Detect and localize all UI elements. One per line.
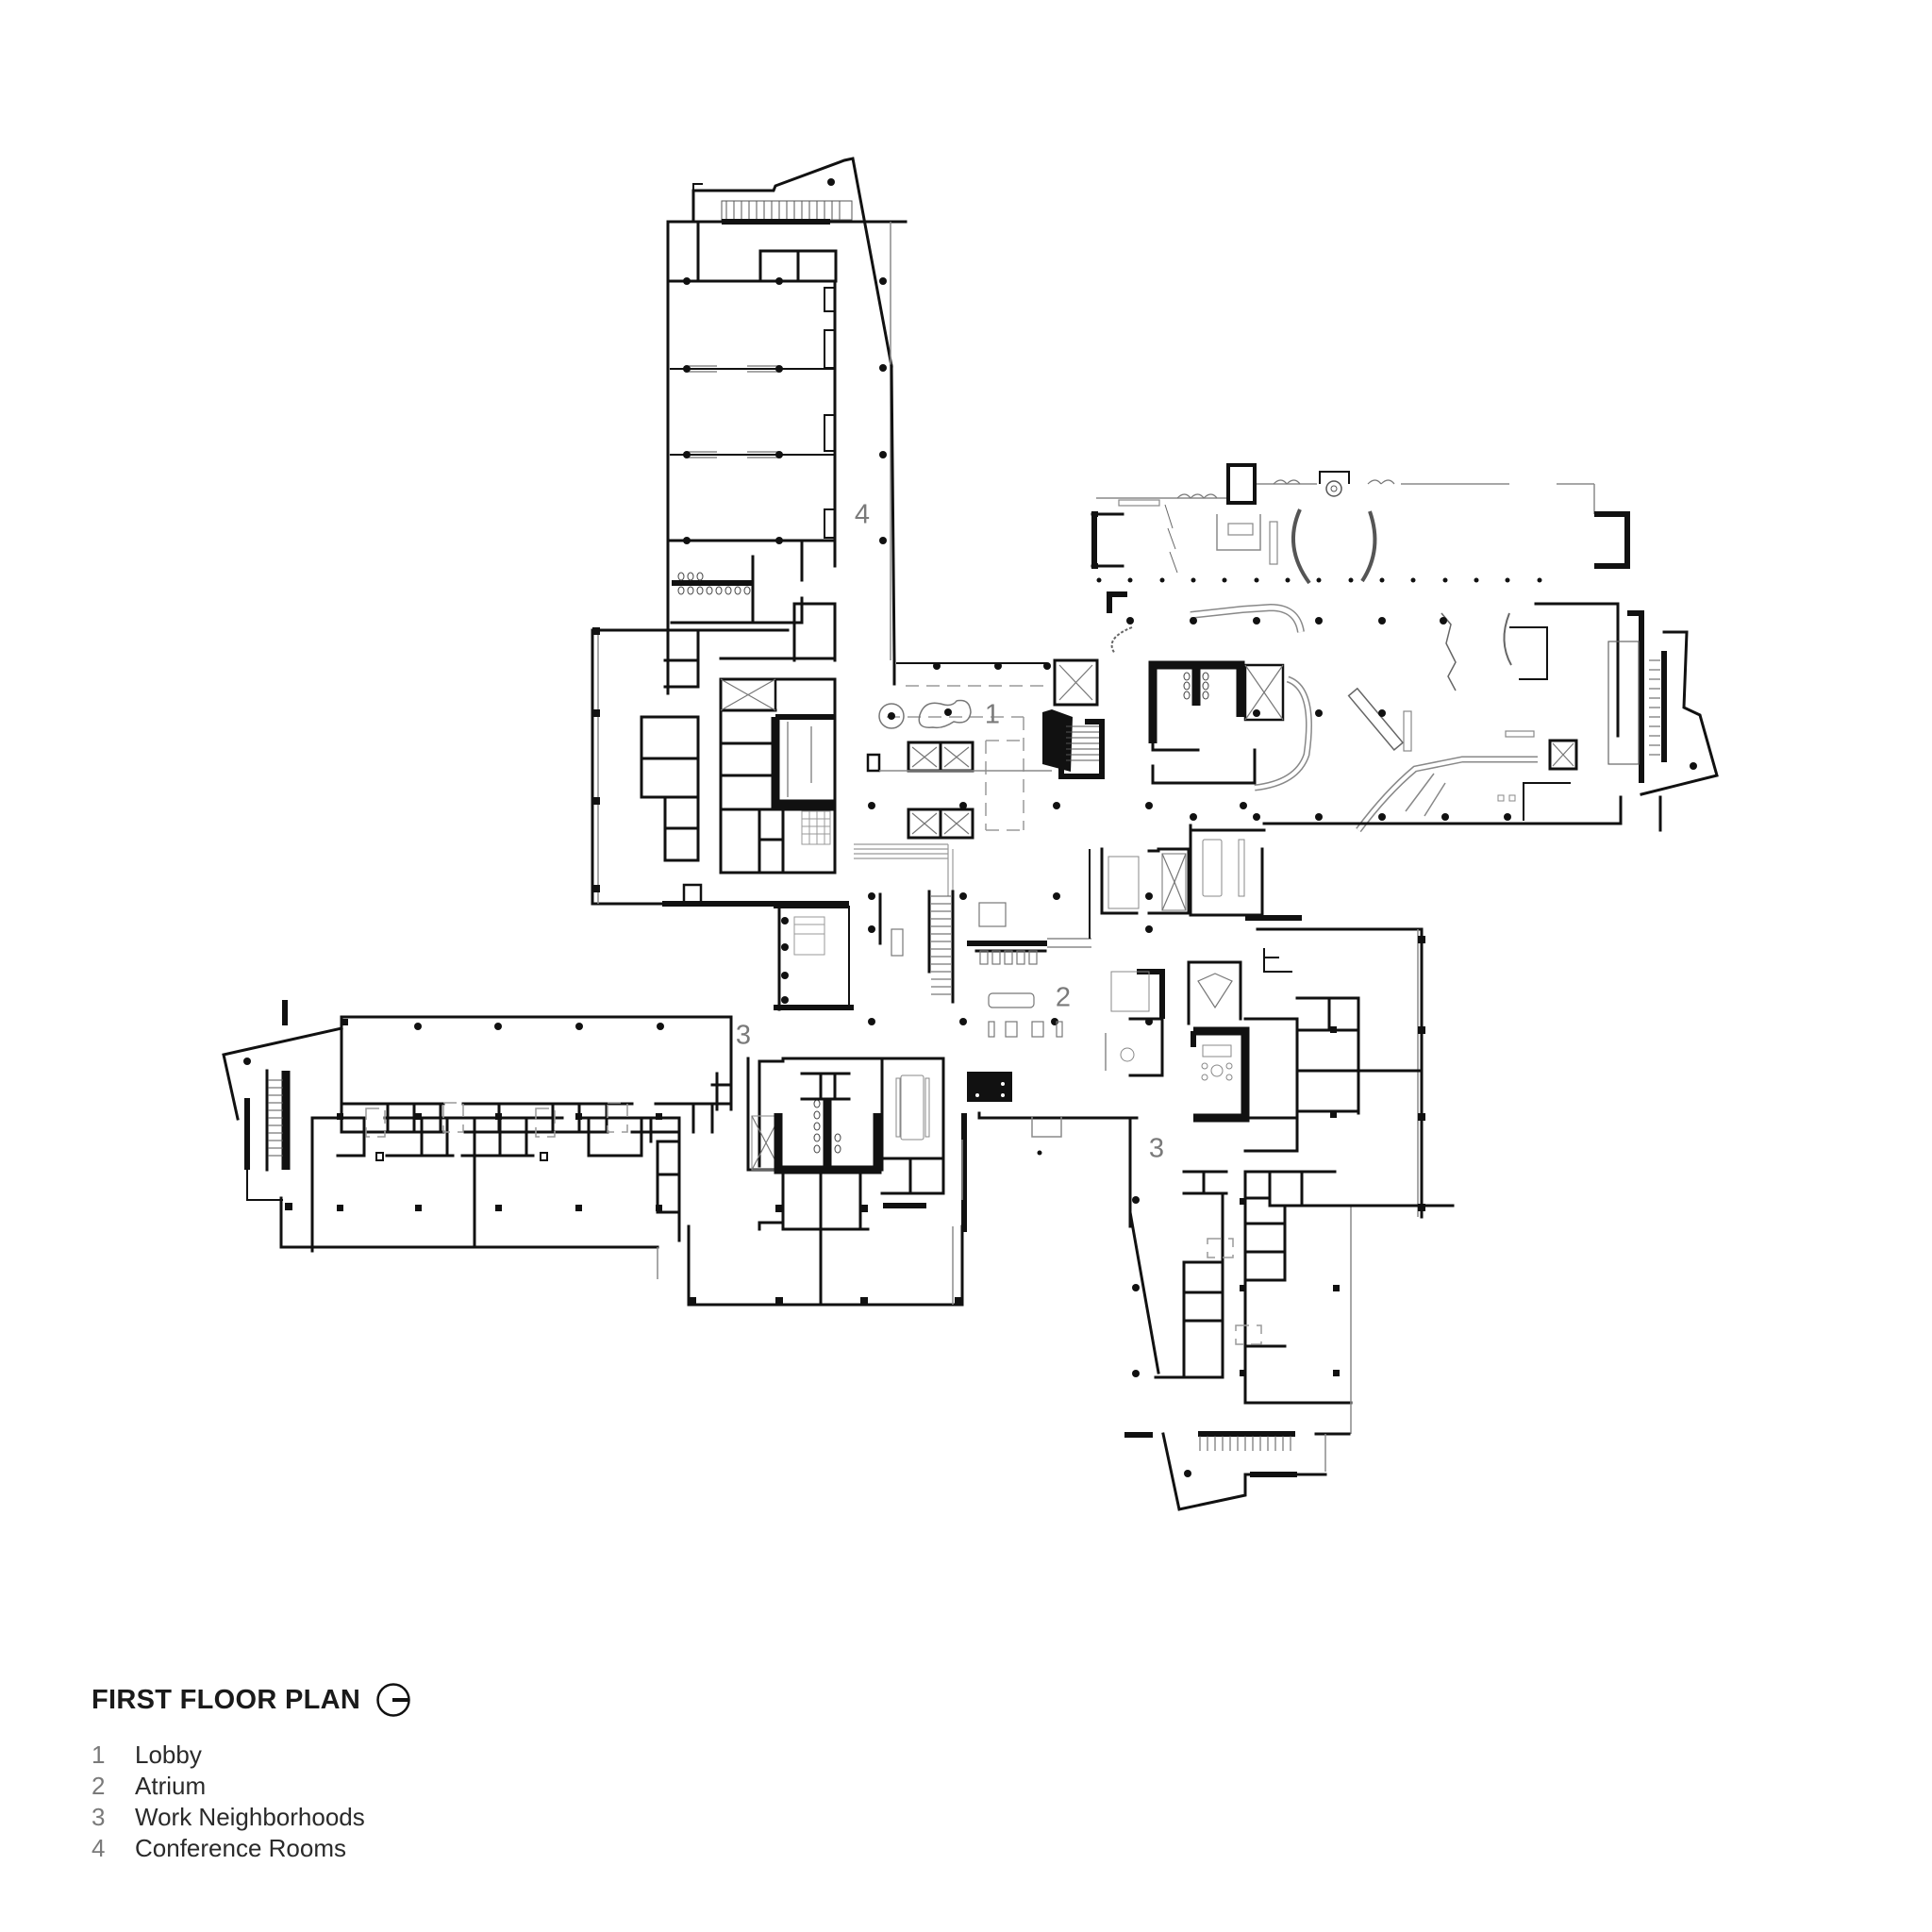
- north-wing: [666, 157, 908, 662]
- atrium-west-lounge: [774, 903, 854, 1011]
- south-center-block: [687, 1057, 967, 1307]
- legend-label: Work Neighborhoods: [135, 1803, 365, 1831]
- legend-list: 1 Lobby 2 Atrium 3 Work Neighborhoods 4 …: [92, 1740, 411, 1864]
- legend-number: 2: [92, 1772, 106, 1800]
- zone-label-conference-rooms: 4: [854, 499, 871, 530]
- west-office-block: [591, 627, 849, 907]
- atrium-area: [854, 843, 1191, 1156]
- legend-item-lobby: 1 Lobby: [92, 1740, 411, 1771]
- plan-legend: FIRST FLOOR PLAN 1 Lobby 2 Atrium 3 Work…: [92, 1681, 411, 1864]
- plan-title: FIRST FLOOR PLAN: [92, 1684, 361, 1715]
- legend-number: 4: [92, 1834, 106, 1862]
- legend-label: Lobby: [135, 1740, 202, 1769]
- legend-item-work-neighborhoods: 3 Work Neighborhoods: [92, 1802, 411, 1833]
- north-arrow-icon: [375, 1682, 411, 1718]
- legend-item-atrium: 2 Atrium: [92, 1771, 411, 1802]
- zone-label-atrium: 2: [1055, 982, 1072, 1013]
- plan-title-row: FIRST FLOOR PLAN: [92, 1681, 411, 1719]
- legend-item-conference-rooms: 4 Conference Rooms: [92, 1833, 411, 1864]
- east-wing: [1124, 927, 1455, 1511]
- west-wing: [222, 1000, 733, 1279]
- legend-label: Atrium: [135, 1772, 207, 1800]
- legend-number: 3: [92, 1803, 106, 1831]
- zone-label-work-neighborhoods-west: 3: [735, 1020, 752, 1051]
- north-east-open-area: [1091, 463, 1719, 833]
- zone-label-lobby: 1: [984, 699, 1001, 730]
- lobby-area: [866, 658, 1247, 840]
- legend-number: 1: [92, 1740, 106, 1769]
- east-center-block: [1187, 824, 1302, 1153]
- legend-label: Conference Rooms: [135, 1834, 346, 1862]
- zone-label-work-neighborhoods-east: 3: [1148, 1133, 1165, 1164]
